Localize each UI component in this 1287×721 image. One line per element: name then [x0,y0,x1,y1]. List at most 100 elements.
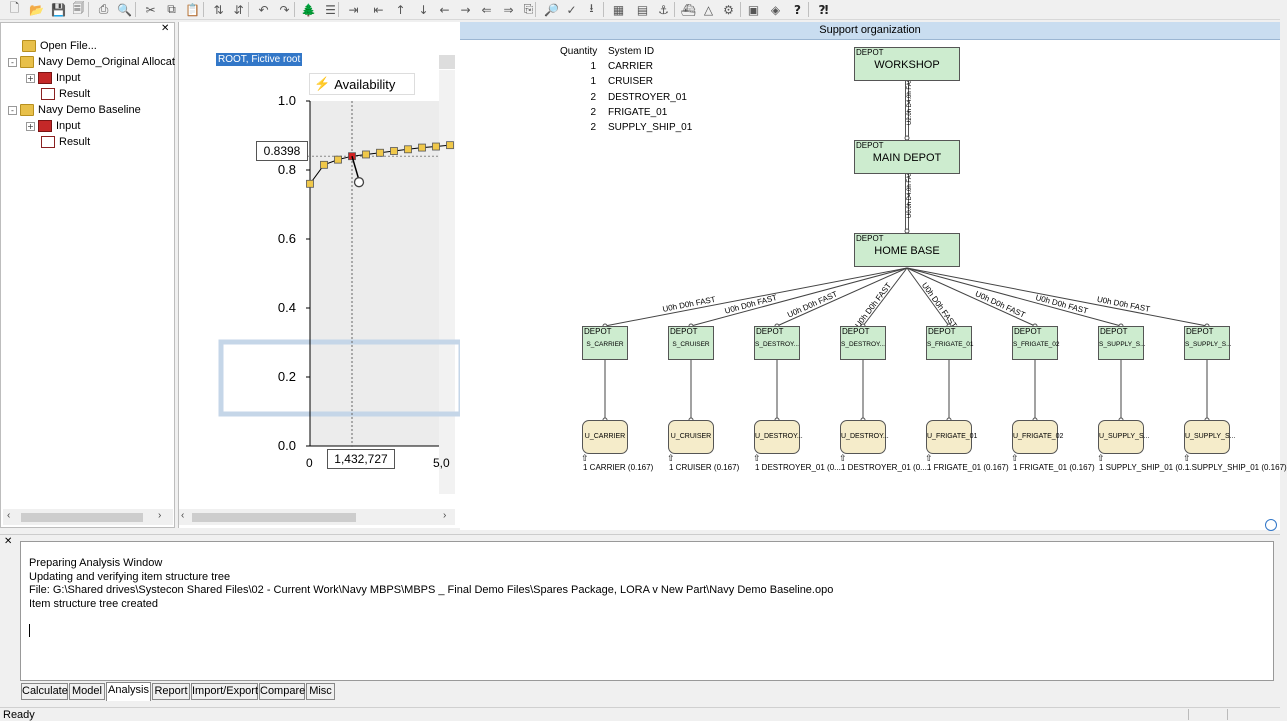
open-folder-icon[interactable]: 📂 [29,2,44,17]
ship-icon[interactable]: ⛴ [680,2,697,17]
tab-import-export[interactable]: Import/Export [191,683,258,700]
anchor-icon[interactable]: ⚓ [658,2,669,17]
unit-node[interactable]: U_DESTROY... [754,420,803,454]
system-id[interactable]: CRUISER [608,76,654,88]
unit-node[interactable]: U_CARRIER [582,420,628,454]
save-icon[interactable]: 💾 [51,2,66,17]
sort-asc-icon[interactable]: ⇅ [213,2,224,17]
data-point[interactable] [390,147,398,155]
move-left-icon[interactable]: ← [439,2,450,17]
tree-item[interactable]: +Input [26,118,80,134]
move-in-icon[interactable]: ⇥ [348,2,359,17]
cut-icon[interactable]: ✂ [145,2,156,17]
export-icon[interactable]: ⭳ [589,1,594,15]
move-up-icon[interactable]: ↑ [395,2,406,17]
tree-item[interactable]: Result [41,134,90,150]
search-icon[interactable]: 🔎 [544,2,559,17]
resize-handle-icon[interactable] [1265,519,1277,531]
collapse-icon[interactable]: ⇐ [481,2,492,17]
data-point[interactable] [320,160,328,169]
expand-icon[interactable]: ⇒ [503,2,514,17]
system-id[interactable]: FRIGATE_01 [608,106,668,118]
data-point[interactable] [334,155,342,164]
scroll-left-arrow-icon[interactable]: ‹ [7,510,11,521]
move-out-icon[interactable]: ⇤ [373,2,384,17]
clipboard-icon[interactable]: ⎘ [523,2,534,16]
copy-icon[interactable]: ⧉ [167,2,176,16]
tab-report[interactable]: Report [152,683,190,700]
root-selection-label[interactable]: ROOT, Fictive root [216,53,303,66]
chart-icon[interactable]: ◈ [770,2,781,17]
scroll-thumb[interactable] [21,513,143,522]
tab-misc[interactable]: Misc [306,683,335,700]
tree-horizontal-scrollbar[interactable]: ‹ › [3,509,173,525]
data-point[interactable] [404,145,412,154]
unit-node[interactable]: U_DESTROY... [840,420,889,454]
analysis-icon[interactable]: ⚙ [723,2,734,17]
close-panel-icon[interactable]: ✕ [161,23,170,34]
tree-item[interactable]: -Navy Demo_Original Allocat [8,54,175,70]
system-id[interactable]: DESTROYER_01 [608,91,687,103]
move-down-icon[interactable]: ↓ [418,2,429,17]
unit-node[interactable]: U_SUPPLY_S... [1184,420,1235,454]
vertical-scroll-top[interactable] [439,55,455,69]
table-icon[interactable]: ▦ [612,2,625,17]
tree-view-icon[interactable]: 🌲 [301,2,316,17]
collapse-toggle-icon[interactable]: - [8,105,17,115]
tree-item[interactable]: -Navy Demo Baseline [8,102,141,118]
scroll-right-arrow-icon[interactable]: › [443,510,447,521]
print-icon[interactable]: ⎙ [98,2,109,16]
vertical-scrollbar-track[interactable] [439,70,455,494]
tree-item[interactable]: Open File... [22,38,97,54]
chart-horizontal-scrollbar[interactable]: ‹ › [179,509,455,525]
expand-toggle-icon[interactable]: + [26,121,35,131]
data-point[interactable] [362,150,370,159]
tree-item[interactable]: +Input [26,70,80,86]
grid-icon[interactable]: ▤ [636,2,649,17]
paste-icon[interactable]: 📋 [185,2,200,17]
data-point[interactable] [306,179,314,188]
tree-item[interactable]: Result [41,86,90,102]
scroll-thumb[interactable] [192,513,356,522]
console-output[interactable]: Preparing Analysis Window Updating and v… [20,541,1274,681]
tab-analysis[interactable]: Analysis [106,682,151,701]
redo-icon[interactable]: ↷ [279,2,290,17]
help-icon[interactable]: ? [794,2,801,17]
unit-node[interactable]: U_CRUISER [668,420,714,454]
scroll-left-arrow-icon[interactable]: ‹ [181,510,185,521]
print-preview-icon[interactable]: 🔍 [117,2,132,17]
data-point[interactable] [446,141,454,150]
tab-calculate[interactable]: Calculate [21,683,68,700]
unit-node[interactable]: U_SUPPLY_S... [1098,420,1149,454]
undo-icon[interactable]: ↶ [258,2,269,17]
triangle-icon[interactable]: △ [703,2,714,17]
new-file-icon[interactable]: 🗋 [9,1,20,15]
data-point[interactable] [376,148,384,157]
data-point[interactable] [432,142,440,151]
scroll-right-arrow-icon[interactable]: › [158,510,162,521]
list-view-icon[interactable]: ☰ [325,2,336,17]
close-console-icon[interactable]: ✕ [4,536,13,547]
context-help-icon[interactable]: ⁈ [818,2,829,17]
unit-node[interactable]: U_FRIGATE_02 [1012,420,1063,454]
sort-desc-icon[interactable]: ⇵ [233,2,244,17]
check-icon[interactable]: ✓ [566,2,577,17]
expand-toggle-icon[interactable]: + [26,73,35,83]
unit-node[interactable]: U_FRIGATE_01 [926,420,977,454]
system-id[interactable]: CARRIER [608,61,654,72]
data-point[interactable] [418,143,426,152]
collapse-toggle-icon[interactable]: - [8,57,17,67]
save-all-icon[interactable]: 🗐 [72,1,85,15]
system-id[interactable]: SUPPLY_SHIP_01 [608,122,693,134]
